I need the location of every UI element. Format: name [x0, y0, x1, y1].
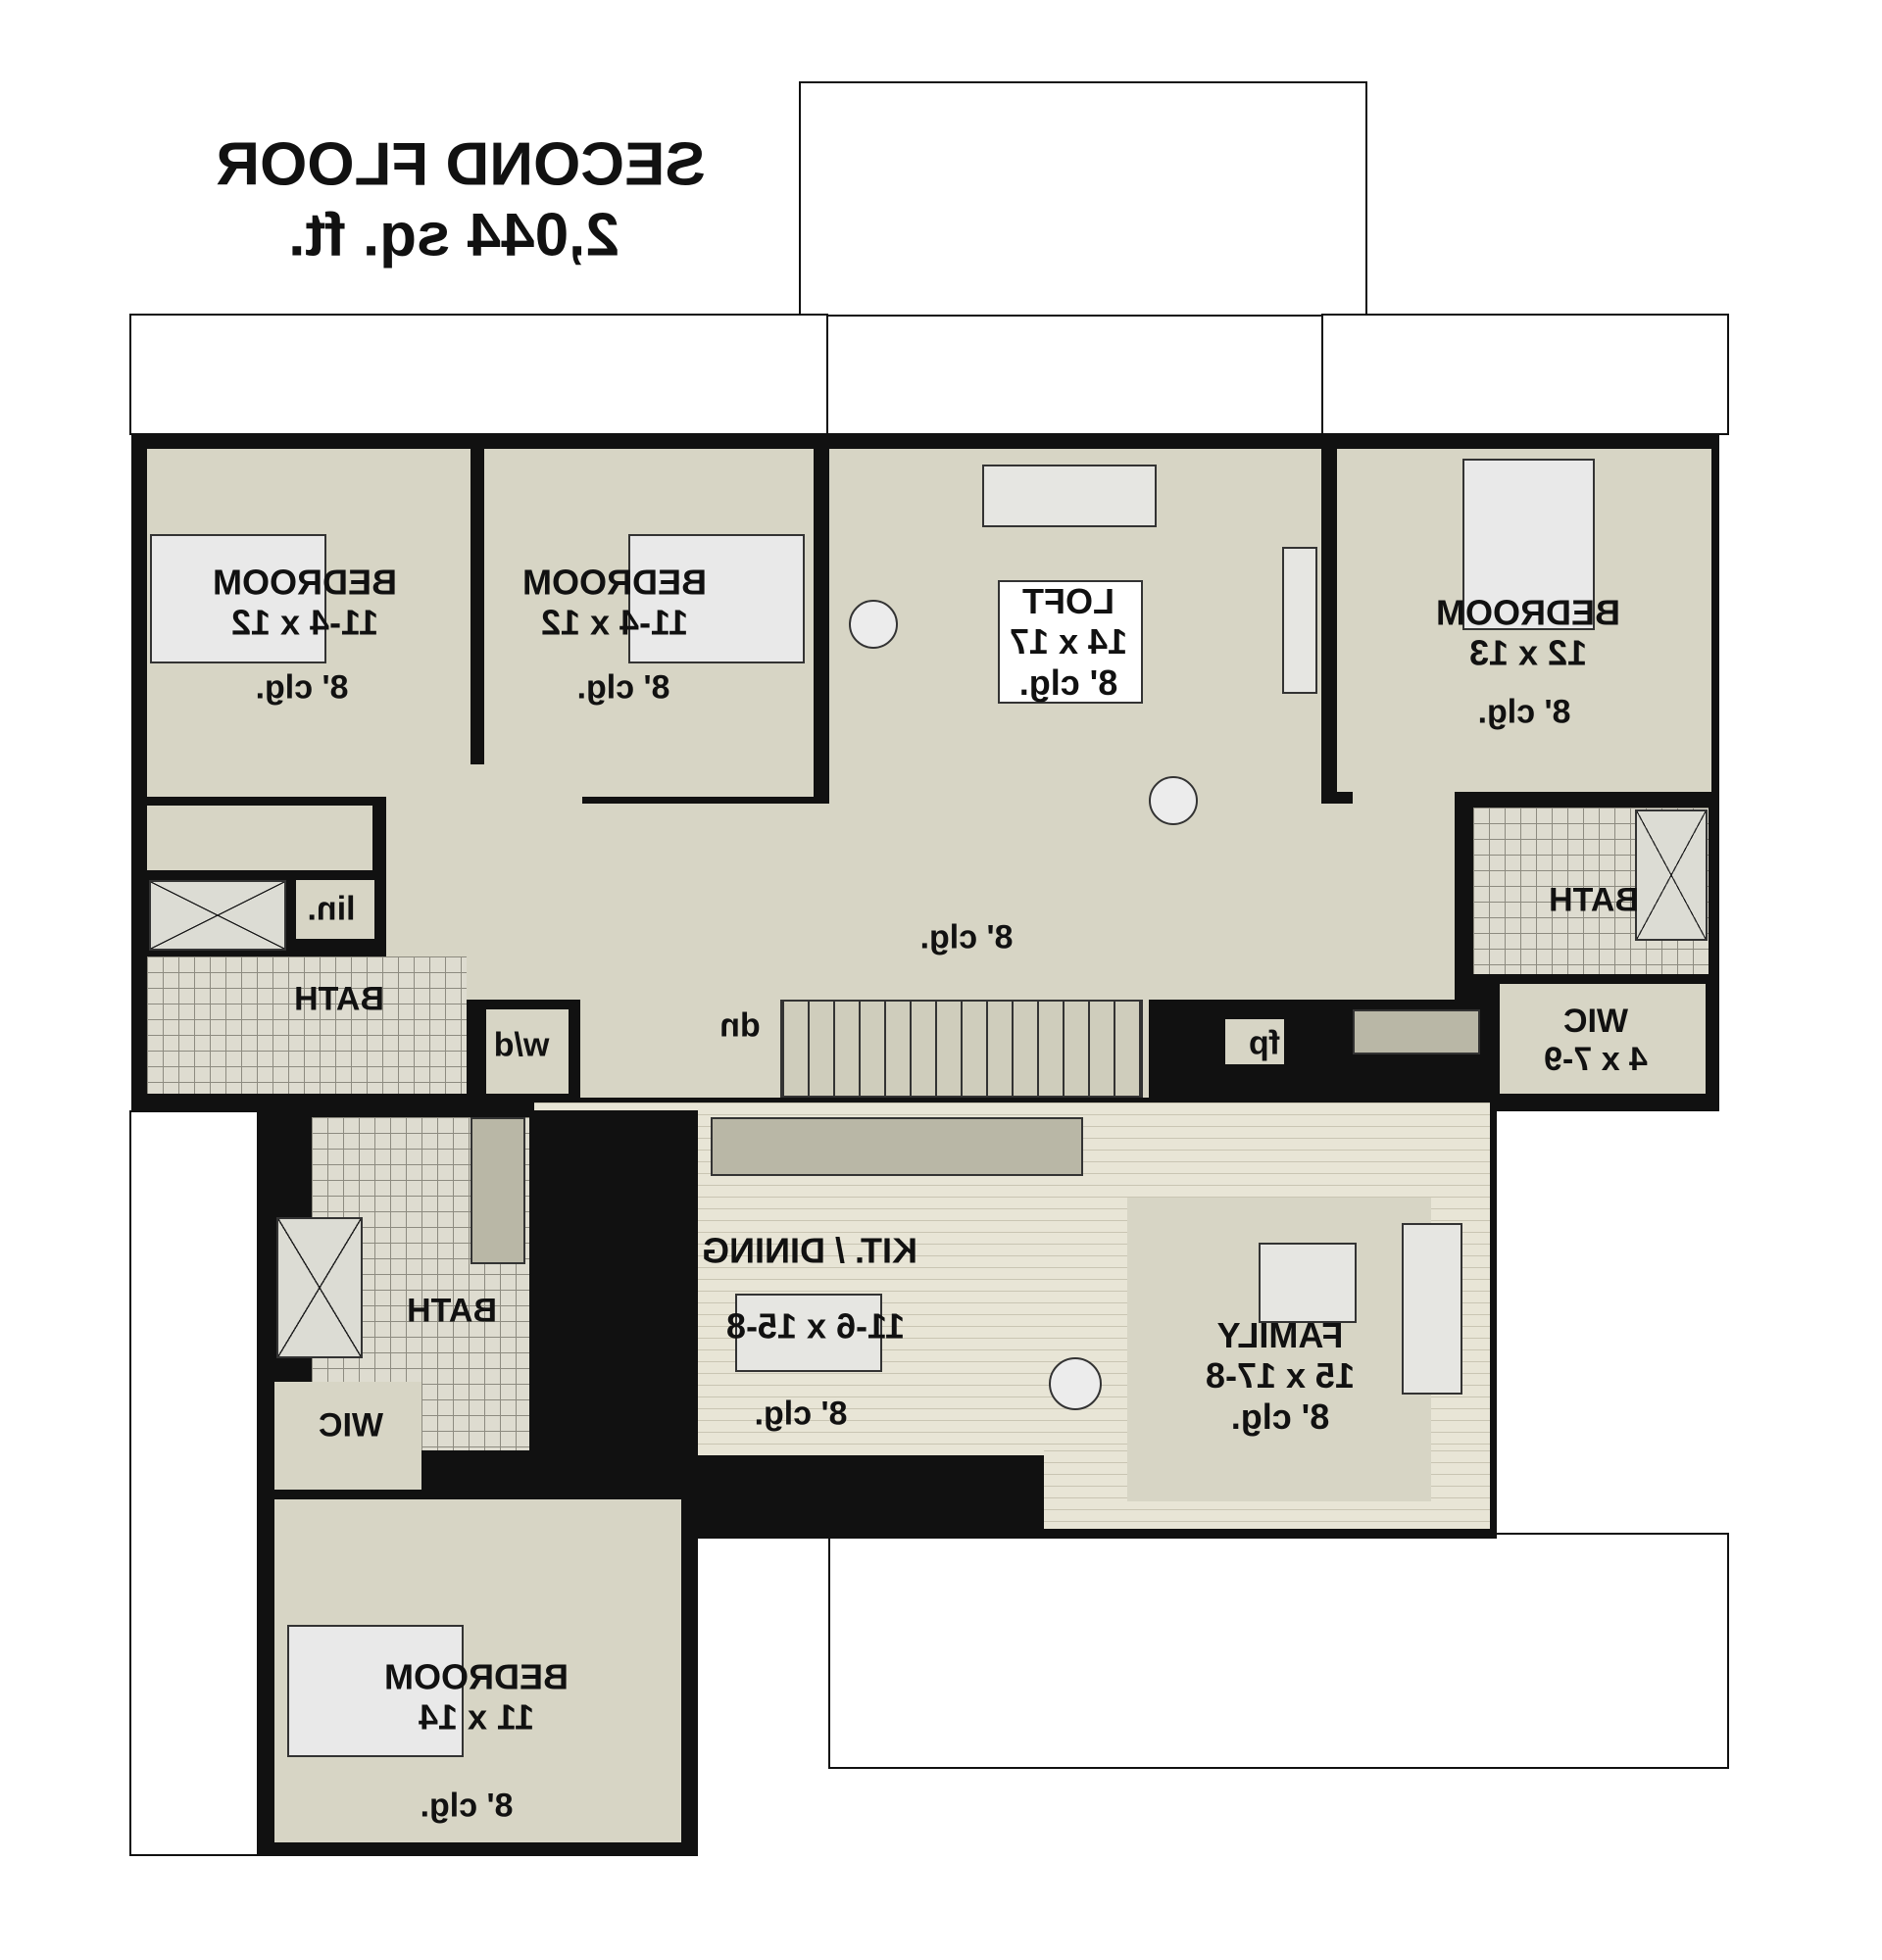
vanity-lower [470, 1117, 525, 1264]
kitchen-counter [711, 1117, 1083, 1176]
loft-sofa [982, 465, 1157, 527]
shower-lower [276, 1217, 363, 1358]
kitchen-dining-ceiling: 8' clg. [754, 1395, 848, 1433]
fireplace [1225, 1019, 1284, 1064]
laundry-label: w/d [493, 1026, 550, 1064]
bath-right-label: BATH [1549, 881, 1639, 919]
bath-left [147, 956, 467, 1094]
sofa [1402, 1223, 1462, 1395]
laundry [486, 1009, 569, 1094]
floor-title: SECOND FLOOR [216, 130, 706, 199]
linen-closet [296, 880, 374, 939]
ottoman [1259, 1243, 1357, 1323]
bed-2 [628, 534, 805, 663]
stairs [780, 1000, 1143, 1098]
fireplace-label: fp [1248, 1024, 1281, 1062]
wic-lower-label: WIC [318, 1406, 384, 1445]
bedroom-2-ceiling: 8' clg. [576, 668, 670, 707]
hall-ceiling: 8' clg. [919, 918, 1014, 956]
loft-console [1282, 547, 1317, 694]
closet-1 [147, 806, 372, 870]
side-table [1049, 1357, 1102, 1410]
closet-2 [593, 806, 814, 864]
bath-lower-label: BATH [407, 1292, 497, 1330]
roof-outline-right [1321, 314, 1729, 435]
bedroom-1-ceiling: 8' clg. [255, 668, 349, 707]
bed-4 [287, 1625, 464, 1757]
fireplace-hearth [1353, 1009, 1480, 1054]
roof-outline-left [129, 314, 828, 435]
dining-table [735, 1294, 882, 1372]
loft-label-box [998, 580, 1143, 704]
porch-roof-top [799, 81, 1367, 317]
hallway-nook [386, 764, 582, 882]
kitchen-dining-size: 11-6 x 15-8 [725, 1305, 906, 1347]
bath-left-label: BATH [294, 980, 384, 1018]
loft-side-table-2 [1149, 776, 1198, 825]
roof-outline-lower-left [129, 1110, 267, 1856]
bed-1 [150, 534, 326, 663]
loft-side-table [849, 600, 898, 649]
stairs-down-label: dn [719, 1006, 761, 1045]
wic-lower [274, 1382, 421, 1490]
hallway-right [1353, 792, 1455, 890]
floor-area: 2,044 sq. ft. [288, 201, 619, 270]
roof-outline-lower-right [828, 1533, 1729, 1769]
wic-right [1500, 984, 1706, 1094]
bedroom-4-ceiling: 8' clg. [420, 1787, 514, 1825]
shower-left [149, 880, 286, 951]
linen-label: lin. [307, 890, 356, 928]
bedroom-3-ceiling: 8' clg. [1477, 693, 1571, 731]
bed-3 [1462, 459, 1595, 630]
shower-right [1635, 809, 1708, 941]
kitchen-dining-label: KIT. / DINING [701, 1230, 918, 1271]
